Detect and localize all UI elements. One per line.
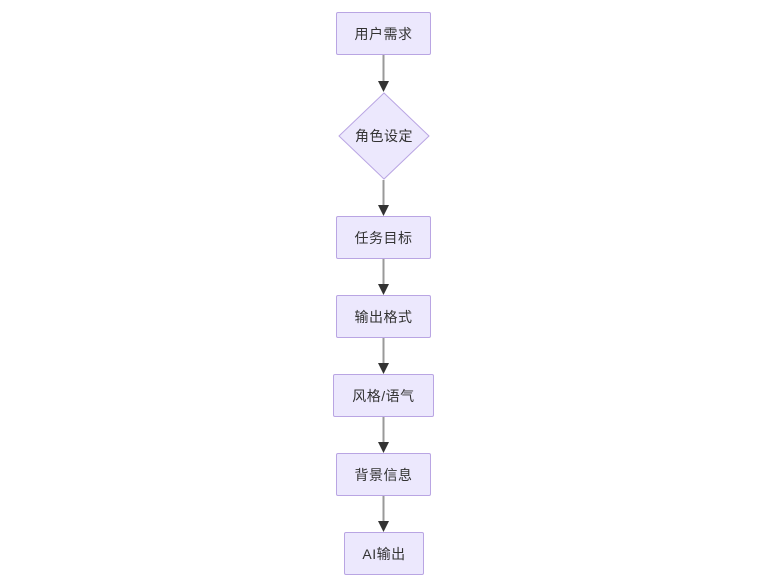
node-task-goal[interactable]: 任务目标 bbox=[336, 216, 431, 259]
edge-n2-n3 bbox=[378, 180, 389, 216]
node-label: 任务目标 bbox=[354, 229, 413, 246]
edge-n1-n2 bbox=[378, 55, 389, 92]
edge-n4-n5 bbox=[378, 338, 389, 374]
node-label: 输出格式 bbox=[354, 308, 413, 325]
node-role-setting[interactable]: 角色设定 bbox=[338, 92, 430, 180]
edge-n5-n6 bbox=[378, 417, 389, 453]
node-label: 风格/语气 bbox=[352, 387, 415, 404]
node-background-info[interactable]: 背景信息 bbox=[336, 453, 431, 496]
diamond-shape-icon bbox=[338, 92, 430, 180]
edge-n3-n4 bbox=[378, 259, 389, 295]
node-label: 角色设定 bbox=[355, 128, 413, 144]
node-user-requirement[interactable]: 用户需求 bbox=[336, 12, 431, 55]
node-label: 背景信息 bbox=[354, 466, 413, 483]
node-style-tone[interactable]: 风格/语气 bbox=[333, 374, 434, 417]
node-label: AI输出 bbox=[362, 545, 406, 562]
node-output-format[interactable]: 输出格式 bbox=[336, 295, 431, 338]
node-ai-output[interactable]: AI输出 bbox=[344, 532, 424, 575]
node-label: 用户需求 bbox=[354, 25, 413, 42]
edge-n6-n7 bbox=[378, 496, 389, 532]
